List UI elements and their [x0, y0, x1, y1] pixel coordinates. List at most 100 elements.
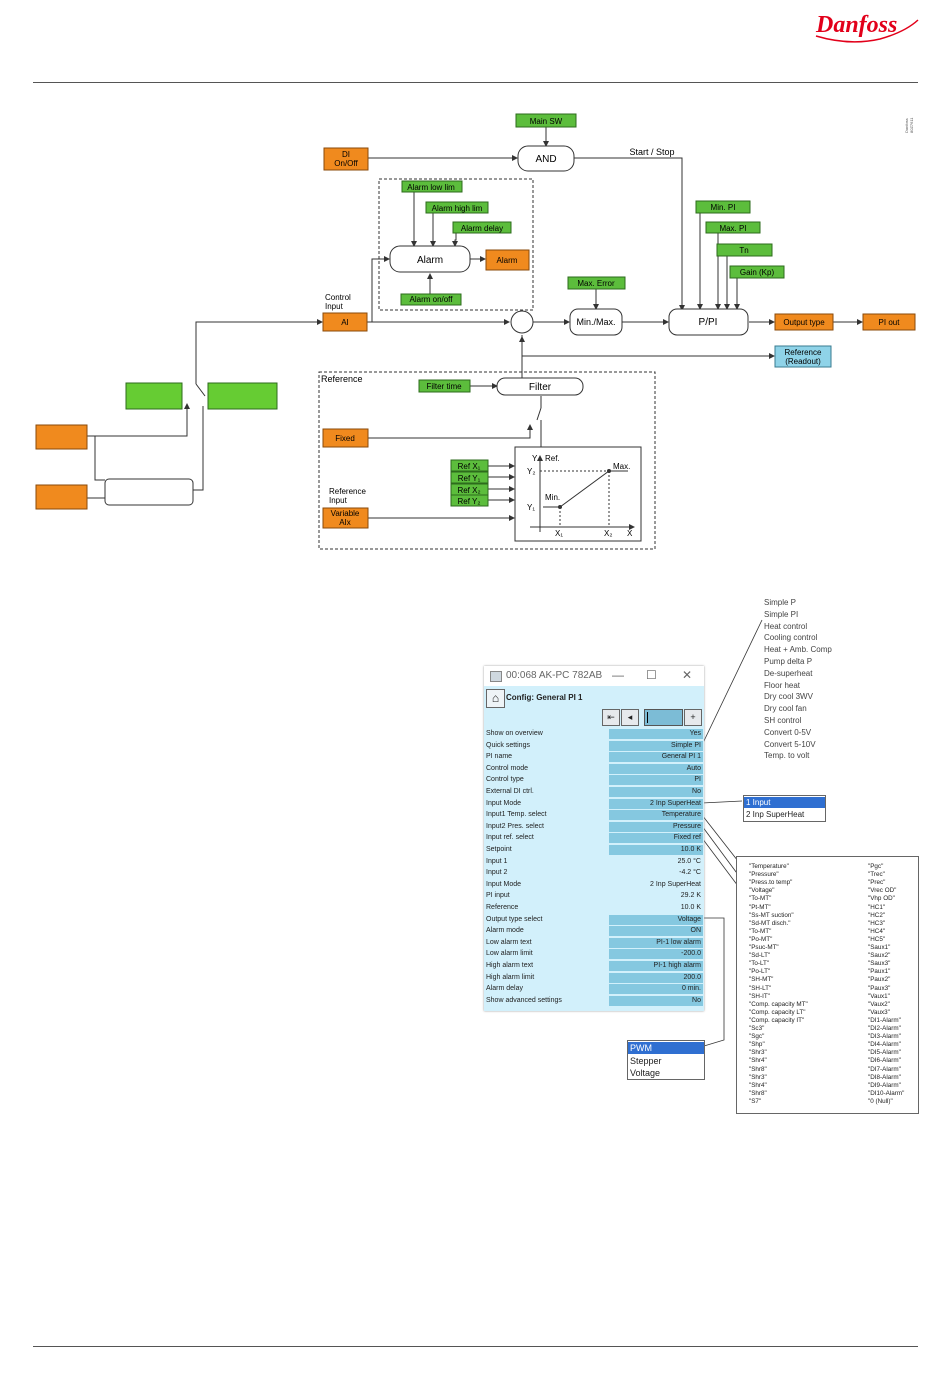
- menu-item[interactable]: De-superheat: [764, 668, 813, 678]
- menu-item[interactable]: Simple P: [764, 598, 797, 607]
- menu-item[interactable]: Simple PI: [764, 609, 799, 619]
- signal-option[interactable]: "Pt-MT": [749, 903, 771, 911]
- signal-option[interactable]: "DI10-Alarm": [868, 1089, 905, 1097]
- menu-item[interactable]: Heat control: [764, 621, 808, 631]
- menu-item[interactable]: Dry cool fan: [764, 704, 807, 714]
- value-field[interactable]: [609, 810, 703, 821]
- menu-item[interactable]: Convert 0-5V: [764, 727, 812, 737]
- signal-option[interactable]: "DI2-Alarm": [868, 1025, 901, 1032]
- signal-option[interactable]: "DI9-Alarm": [868, 1081, 901, 1089]
- signal-option[interactable]: "Shr3": [749, 1049, 767, 1057]
- row-value[interactable]: No: [692, 996, 701, 1004]
- signal-option[interactable]: "Sgc": [749, 1033, 765, 1041]
- signal-option[interactable]: "SH-IT": [749, 992, 770, 1000]
- row-value[interactable]: General PI 1: [661, 753, 701, 761]
- signal-option[interactable]: "Shp": [749, 1041, 765, 1049]
- signal-option[interactable]: "Shr4": [749, 1057, 767, 1065]
- value-field[interactable]: [609, 984, 703, 995]
- nav-field[interactable]: [644, 709, 683, 726]
- row-value[interactable]: Simple PI: [671, 741, 701, 749]
- signal-option[interactable]: "Vaux1": [868, 992, 890, 1000]
- signal-option[interactable]: "Shr8": [749, 1065, 767, 1073]
- signal-option[interactable]: "Comp. capacity MT": [749, 1000, 808, 1008]
- add-icon[interactable]: +: [684, 709, 702, 726]
- value-field[interactable]: [609, 729, 703, 739]
- value-field[interactable]: [609, 995, 703, 1006]
- signal-option[interactable]: "To-LT": [749, 960, 770, 968]
- menu-item[interactable]: Stepper: [630, 1055, 662, 1066]
- signal-option[interactable]: "SH-LT": [749, 984, 772, 992]
- row-value[interactable]: PI-1 low alarm: [656, 938, 701, 946]
- value-field[interactable]: [609, 845, 703, 855]
- signal-option[interactable]: "Vaux2": [868, 1000, 890, 1008]
- value-field[interactable]: [609, 972, 703, 983]
- signal-option[interactable]: "DI5-Alarm": [868, 1049, 901, 1057]
- signal-option[interactable]: "DI3-Alarm": [868, 1033, 901, 1041]
- value-field[interactable]: [609, 821, 703, 832]
- signal-option[interactable]: "DI1-Alarm": [868, 1016, 901, 1024]
- signal-option[interactable]: "Po-MT": [749, 935, 773, 943]
- signal-option[interactable]: "Sd-LT": [749, 952, 771, 960]
- menu-item[interactable]: Dry cool 3WV: [764, 692, 813, 702]
- signal-option[interactable]: "Voltage": [749, 887, 775, 895]
- signal-option[interactable]: "Comp. capacity IT": [749, 1016, 805, 1024]
- signal-option[interactable]: "DI7-Alarm": [868, 1065, 901, 1073]
- row-value[interactable]: Fixed ref: [673, 834, 701, 842]
- row-value[interactable]: Yes: [689, 730, 701, 737]
- value-field[interactable]: [609, 833, 703, 844]
- menu-item[interactable]: Convert 5-10V: [764, 739, 816, 749]
- row-value[interactable]: PI: [694, 776, 701, 784]
- row-value[interactable]: Auto: [686, 764, 701, 772]
- signal-option[interactable]: "To-MT": [749, 927, 772, 935]
- row-value[interactable]: -200.0: [681, 950, 701, 958]
- signal-option[interactable]: "Pressure": [749, 871, 779, 879]
- value-field[interactable]: [609, 752, 703, 763]
- signal-option[interactable]: "0 (Null)": [868, 1097, 893, 1105]
- value-field[interactable]: [609, 937, 703, 948]
- signal-option[interactable]: "Vrec OD": [868, 887, 897, 895]
- row-value[interactable]: No: [692, 788, 701, 795]
- signal-option[interactable]: "Trec": [868, 871, 885, 879]
- signal-option[interactable]: "Saux1": [868, 944, 891, 951]
- menu-item[interactable]: 2 Inp SuperHeat: [746, 810, 805, 819]
- row-value[interactable]: ON: [690, 927, 702, 935]
- row-value[interactable]: 10.0 K: [680, 846, 701, 853]
- signal-option[interactable]: "To-MT": [749, 895, 772, 903]
- signal-option[interactable]: "HC3": [868, 919, 886, 927]
- row-value[interactable]: Voltage: [677, 915, 701, 923]
- signal-option[interactable]: "HC2": [868, 911, 886, 919]
- row-value[interactable]: Pressure: [672, 822, 701, 830]
- signal-option[interactable]: "DI8-Alarm": [868, 1073, 901, 1081]
- menu-item[interactable]: Voltage: [630, 1068, 661, 1078]
- value-field[interactable]: [609, 949, 703, 960]
- signal-option[interactable]: "Temperature": [749, 863, 789, 870]
- home-icon[interactable]: ⌂: [486, 689, 505, 708]
- signal-option[interactable]: "Shr4": [749, 1081, 767, 1089]
- signal-option[interactable]: "Vhp OD": [868, 895, 895, 903]
- signal-option[interactable]: "Psuc-MT": [749, 944, 779, 951]
- value-field[interactable]: [609, 961, 703, 971]
- close-icon[interactable]: ✕: [682, 668, 693, 682]
- value-field[interactable]: [609, 740, 703, 751]
- value-field[interactable]: [609, 914, 703, 925]
- menu-item[interactable]: 1 Input: [744, 797, 825, 808]
- signal-option[interactable]: "HC1": [868, 903, 886, 911]
- signal-option[interactable]: "HC4": [868, 927, 886, 935]
- menu-item[interactable]: Floor heat: [764, 680, 801, 690]
- signal-option[interactable]: "Saux3": [868, 960, 891, 968]
- signal-option[interactable]: "Prec": [868, 879, 886, 887]
- signal-option[interactable]: "Comp. capacity LT": [749, 1008, 806, 1016]
- row-value[interactable]: 2 Inp SuperHeat: [650, 799, 701, 807]
